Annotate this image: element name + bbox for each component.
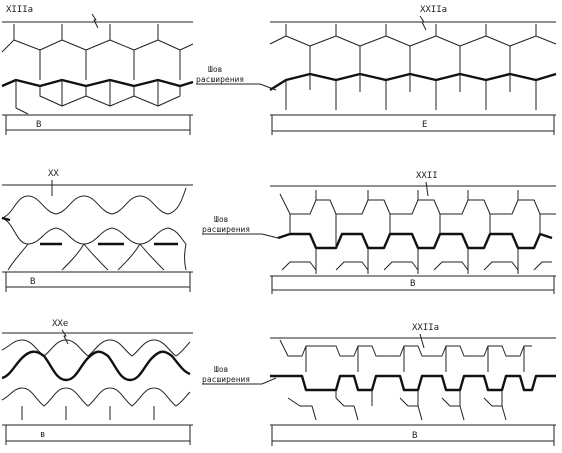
callout-mid-line2: расширения	[202, 225, 250, 234]
panel-label-ml: XX	[48, 169, 59, 179]
dim-label-br: В	[412, 431, 417, 441]
panel-label-br: XXIIа	[412, 323, 439, 333]
dim-label-tl: B	[36, 120, 41, 130]
panel-bottom-left: в XXе	[1, 319, 193, 445]
panel-top-right: Е XXIIа	[269, 5, 557, 135]
panel-label-bl: XXе	[52, 319, 68, 329]
dim-label-bl: в	[40, 430, 45, 440]
dim-label-mr: В	[410, 279, 415, 289]
panel-bottom-right: В XXIIа	[270, 323, 556, 446]
panel-label-mr: XXII	[416, 171, 438, 181]
callout-top: Шов расширения	[196, 65, 277, 91]
dim-label-tr: Е	[422, 120, 427, 130]
panel-top-left: B XIIIа	[1, 5, 194, 135]
dim-label-ml: В	[30, 277, 35, 287]
panel-mid-right: В XXII	[270, 171, 556, 294]
callout-mid-line1: Шов	[214, 215, 228, 224]
panel-mid-left: В XX	[1, 169, 193, 292]
callout-top-line2: расширения	[196, 75, 244, 84]
panel-label-tl: XIIIа	[6, 5, 33, 15]
callout-bottom: Шов расширения	[202, 365, 277, 385]
callout-bottom-line2: расширения	[202, 375, 250, 384]
callout-mid: Шов расширения	[202, 215, 279, 239]
callout-top-line1: Шов	[208, 65, 222, 74]
callout-bottom-line1: Шов	[214, 365, 228, 374]
panel-label-tr: XXIIа	[420, 5, 447, 15]
